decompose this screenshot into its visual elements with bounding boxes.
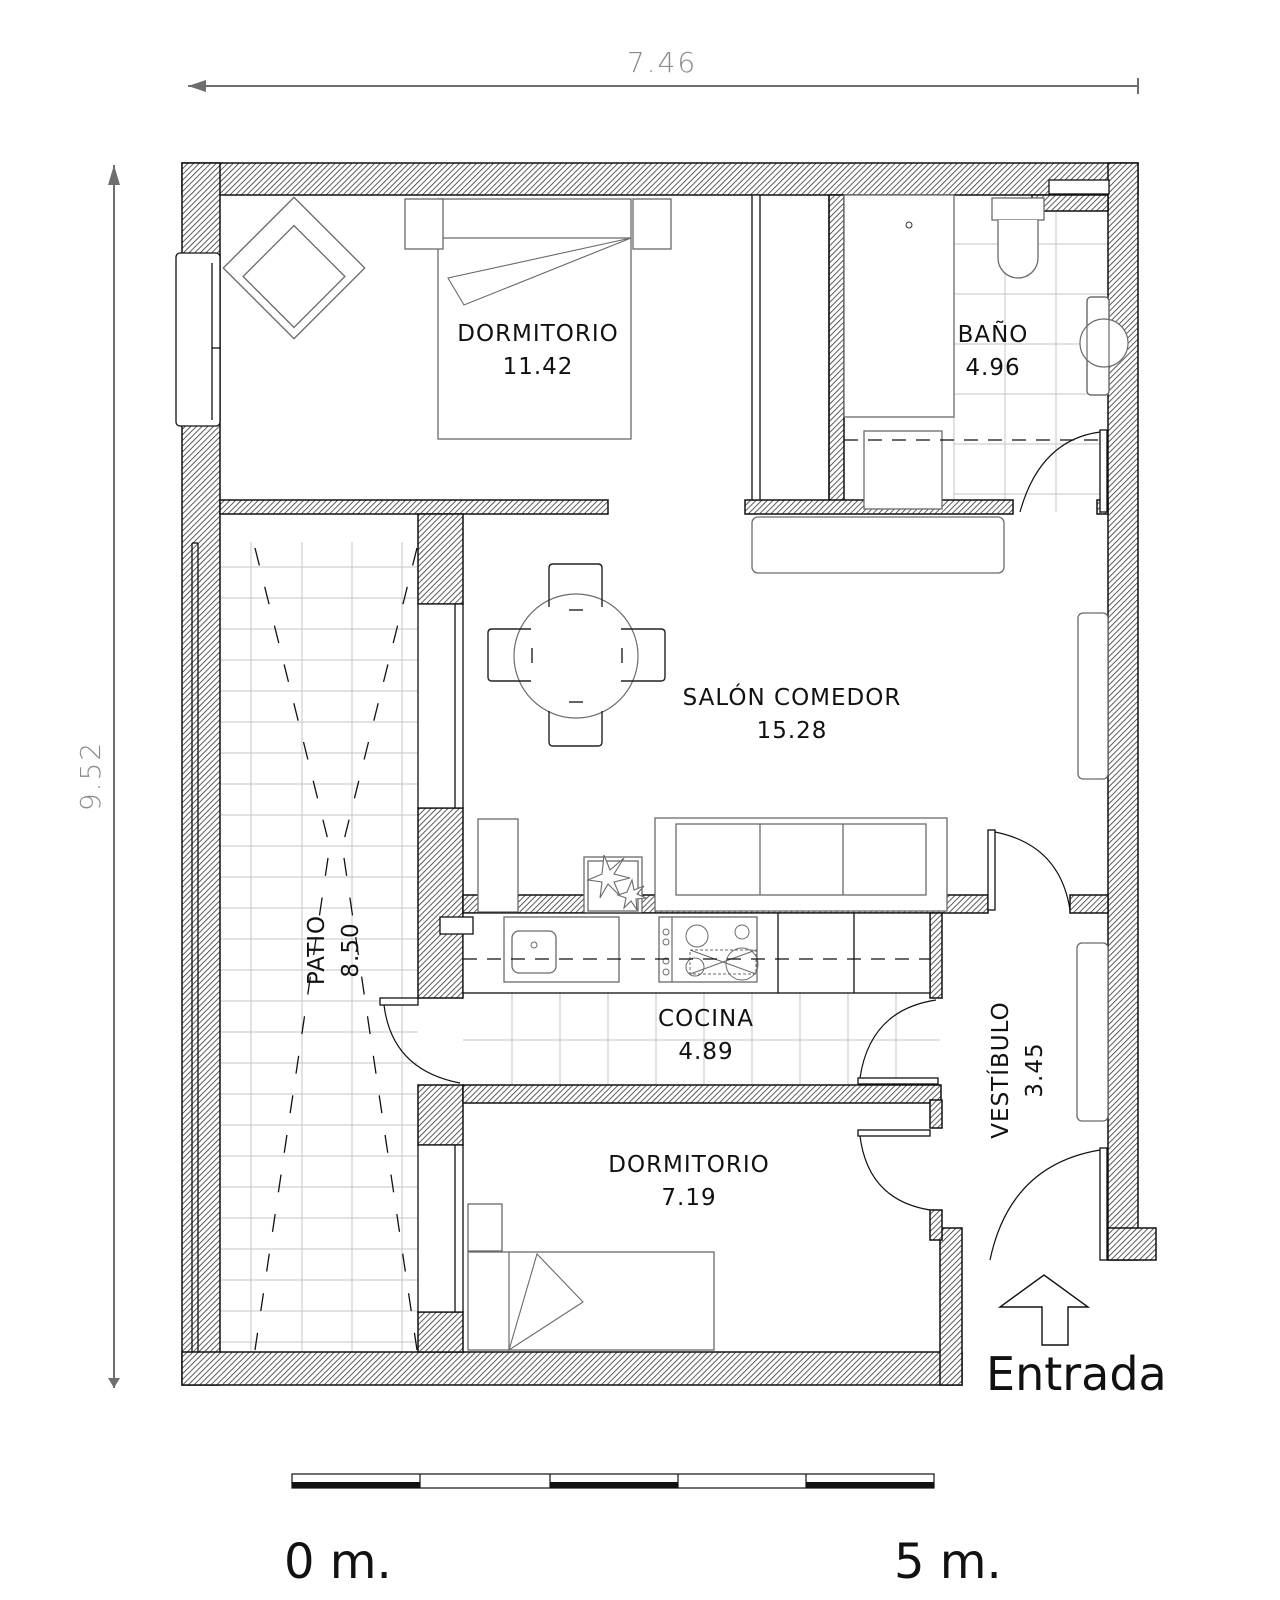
room-name: BAÑO xyxy=(958,320,1029,348)
room-area: 3.45 xyxy=(1022,1042,1048,1097)
dimension-width: 7.46 xyxy=(188,46,1139,94)
room-area: 7.19 xyxy=(661,1185,716,1211)
room-area: 11.42 xyxy=(503,354,574,380)
room-area: 4.96 xyxy=(965,355,1020,381)
window-bano xyxy=(1048,179,1110,195)
room-label-salon-comedor: SALÓN COMEDOR 15.28 xyxy=(683,683,902,744)
room-label-dormitorio-principal: DORMITORIO 11.42 xyxy=(457,321,618,380)
room-label-patio: PATIO 8.50 xyxy=(304,915,364,985)
room-name: SALÓN COMEDOR xyxy=(683,683,902,711)
room-area: 8.50 xyxy=(338,922,364,977)
room-name: DORMITORIO xyxy=(608,1152,769,1178)
arrow-down-icon xyxy=(108,1378,120,1388)
door-dormitorio-2[interactable] xyxy=(857,1129,931,1211)
room-name: PATIO xyxy=(304,915,330,985)
room-label-cocina: COCINA 4.89 xyxy=(658,1006,754,1065)
plant-pot xyxy=(583,854,649,916)
door-salon-vestibulo[interactable] xyxy=(987,829,1071,911)
sink-icon xyxy=(511,930,557,974)
room-name: DORMITORIO xyxy=(457,321,618,347)
tv-cabinet xyxy=(1077,612,1109,780)
double-bed xyxy=(404,198,672,440)
width-dimension-label: 7.46 xyxy=(627,46,697,79)
sideboard xyxy=(751,516,1005,574)
door-cocina[interactable] xyxy=(857,999,939,1085)
arrow-up-icon xyxy=(108,165,120,185)
dining-table xyxy=(487,563,666,747)
wardrobe xyxy=(751,194,830,501)
entrance-label: Entrada xyxy=(986,1347,1167,1401)
patio-tiles xyxy=(220,542,418,1352)
washbasin xyxy=(1079,296,1129,396)
stove-icon xyxy=(658,916,759,983)
door-bano[interactable] xyxy=(1019,429,1108,513)
toilet xyxy=(991,197,1045,279)
entrance-marker: Entrada xyxy=(986,1274,1167,1401)
dimension-height: 9.52 xyxy=(74,165,120,1388)
room-label-dormitorio-secundario: DORMITORIO 7.19 xyxy=(608,1152,769,1211)
height-dimension-label: 9.52 xyxy=(74,741,107,811)
arrow-left-icon xyxy=(188,80,206,92)
shoe-cabinet xyxy=(1076,942,1109,1122)
window-dormitorio xyxy=(175,252,221,427)
nightstand-left xyxy=(404,198,444,250)
window-patio xyxy=(191,542,199,1352)
scale-start-label: 0 m. xyxy=(284,1534,392,1590)
window-dormitorio-2 xyxy=(417,1144,464,1313)
nightstand-right xyxy=(632,198,672,250)
window-salon xyxy=(417,603,464,809)
room-area: 4.89 xyxy=(678,1039,733,1065)
room-name: COCINA xyxy=(658,1006,754,1032)
sofa xyxy=(654,817,948,912)
room-label-bano: BAÑO 4.96 xyxy=(958,320,1029,381)
room-name: VESTÍBULO xyxy=(986,1001,1014,1138)
scale-bar: 0 m. 5 m. xyxy=(284,1473,1002,1590)
cocina-tiles xyxy=(463,993,940,1085)
washing-machine xyxy=(863,430,943,510)
door-entrance[interactable] xyxy=(989,1147,1108,1261)
room-label-vestibulo: VESTÍBULO 3.45 xyxy=(986,1001,1048,1138)
door-patio[interactable] xyxy=(379,997,461,1084)
armchair xyxy=(222,196,366,340)
side-table xyxy=(477,818,519,913)
single-bed xyxy=(467,1203,715,1352)
bathtub xyxy=(843,194,955,418)
kitchen-counter xyxy=(439,912,931,994)
room-area: 15.28 xyxy=(757,718,828,744)
patio-slope-lines xyxy=(254,547,418,1351)
scale-end-label: 5 m. xyxy=(894,1534,1002,1590)
nightstand xyxy=(467,1203,503,1252)
arrow-up-icon xyxy=(997,1274,1091,1346)
